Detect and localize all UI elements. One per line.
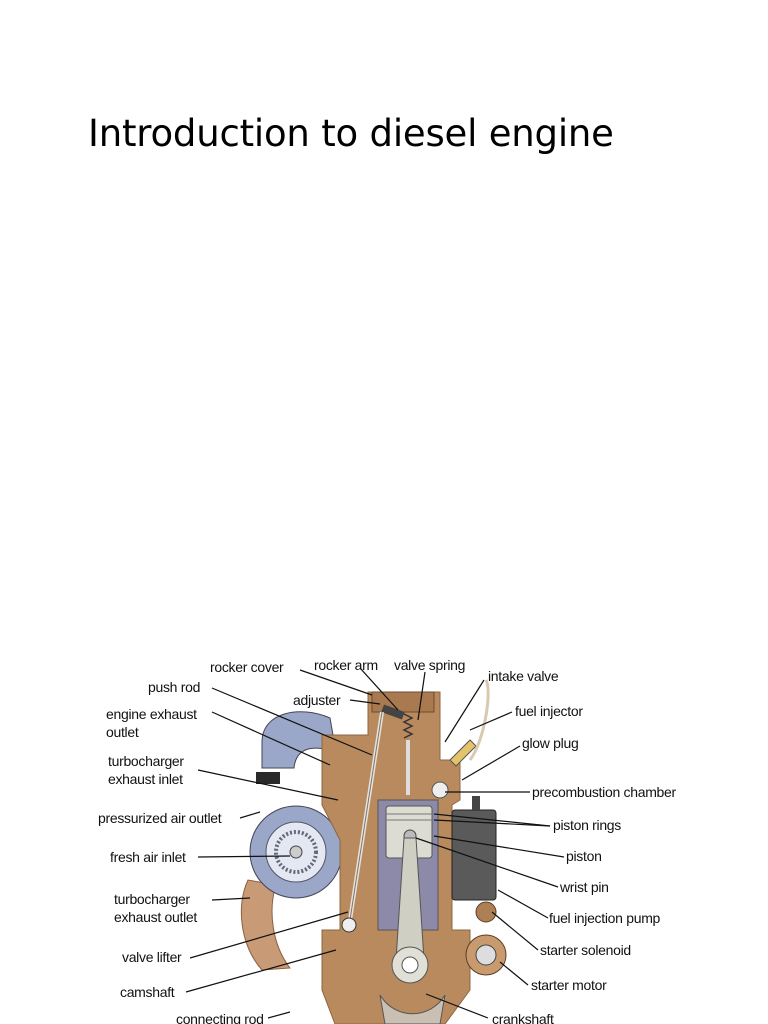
fuel-line (468, 679, 490, 761)
camshaft-shape (341, 917, 357, 933)
label-piston: piston (566, 848, 602, 864)
leader-lines (185, 667, 565, 1019)
rocker-arm (381, 704, 405, 720)
label-rocker-cover: rocker cover (210, 659, 284, 675)
crankshaft-shape (379, 994, 446, 1024)
engine-illustration (240, 679, 507, 1024)
labels: rocker cover rocker arm valve spring int… (98, 657, 677, 1024)
label-pressurized-air-outlet: pressurized air outlet (98, 810, 222, 826)
precombustion-chamber-shape (431, 781, 449, 799)
label-turbocharger-inlet-2: exhaust inlet (108, 771, 183, 787)
engine-exhaust-pipe (261, 711, 337, 769)
label-engine-exhaust-1: engine exhaust (106, 706, 197, 722)
turbo-band-upper (256, 772, 280, 784)
label-push-rod: push rod (148, 679, 200, 695)
label-turbocharger-outlet-2: exhaust outlet (114, 909, 197, 925)
label-camshaft: camshaft (120, 984, 175, 1000)
label-piston-rings: piston rings (553, 817, 621, 833)
label-turbocharger-inlet-1: turbocharger (108, 753, 184, 769)
diesel-engine-diagram: rocker cover rocker arm valve spring int… (98, 657, 677, 1024)
starter-solenoid-shape (475, 901, 497, 923)
label-adjuster: adjuster (293, 692, 341, 708)
label-crankshaft: crankshaft (492, 1011, 554, 1024)
label-connecting-rod: connecting rod (176, 1011, 264, 1024)
label-starter-motor: starter motor (531, 977, 607, 993)
turbocharger-wheel (274, 830, 318, 874)
label-rocker-arm: rocker arm (314, 657, 378, 673)
exhaust-hose (240, 879, 291, 971)
label-fresh-air-inlet: fresh air inlet (110, 849, 186, 865)
label-valve-spring: valve spring (394, 657, 465, 673)
label-fuel-injector: fuel injector (515, 703, 583, 719)
turbocharger-hub (289, 845, 303, 859)
label-wrist-pin: wrist pin (559, 879, 609, 895)
label-intake-valve: intake valve (488, 668, 559, 684)
fuel-injection-pump-shape (451, 809, 497, 901)
label-valve-lifter: valve lifter (122, 949, 182, 965)
valve-spring (402, 713, 414, 739)
rocker-cover (371, 691, 435, 713)
label-engine-exhaust-2: outlet (106, 724, 139, 740)
label-turbocharger-outlet-1: turbocharger (114, 891, 190, 907)
fuel-injector-shape (449, 739, 477, 767)
slide-title: Introduction to diesel engine (88, 112, 614, 155)
label-glow-plug: glow plug (522, 735, 578, 751)
label-precombustion-chamber: precombustion chamber (532, 784, 677, 800)
label-starter-solenoid: starter solenoid (540, 942, 631, 958)
label-fuel-injection-pump: fuel injection pump (549, 910, 661, 926)
